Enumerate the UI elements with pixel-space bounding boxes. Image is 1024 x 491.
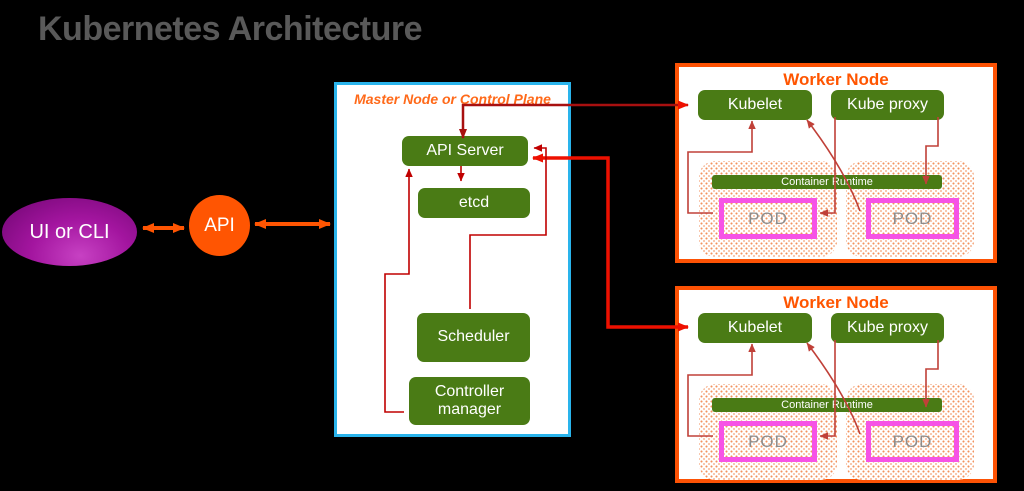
pod-node-left: POD xyxy=(719,198,817,239)
worker-node-panel-2: Worker Node Kubelet Kube proxy Container… xyxy=(675,286,997,483)
kubelet-node: Kubelet xyxy=(698,90,812,120)
container-runtime-bar: Container Runtime xyxy=(712,398,942,412)
kube-proxy-node: Kube proxy xyxy=(831,313,944,343)
ui-or-cli-node: UI or CLI xyxy=(2,198,137,266)
etcd-node: etcd xyxy=(418,188,530,218)
ui-or-cli-label: UI or CLI xyxy=(29,220,110,243)
master-node-label: Master Node or Control Plane xyxy=(354,91,551,107)
controller-manager-node: Controller manager xyxy=(409,377,530,425)
page-title: Kubernetes Architecture xyxy=(38,10,423,48)
kube-proxy-node: Kube proxy xyxy=(831,90,944,120)
pod-node-right: POD xyxy=(866,198,959,239)
container-runtime-bar: Container Runtime xyxy=(712,175,942,189)
master-node-panel: Master Node or Control Plane API Server … xyxy=(334,82,571,437)
worker-node-label: Worker Node xyxy=(783,293,889,312)
worker-node-label: Worker Node xyxy=(783,70,889,89)
kubelet-node: Kubelet xyxy=(698,313,812,343)
worker-node-panel-1: Worker Node Kubelet Kube proxy Container… xyxy=(675,63,997,263)
scheduler-node: Scheduler xyxy=(417,313,530,362)
api-label: API xyxy=(204,214,235,236)
api-server-node: API Server xyxy=(402,136,528,166)
pod-node-left: POD xyxy=(719,421,817,462)
pod-node-right: POD xyxy=(866,421,959,462)
api-node: API xyxy=(189,195,250,256)
